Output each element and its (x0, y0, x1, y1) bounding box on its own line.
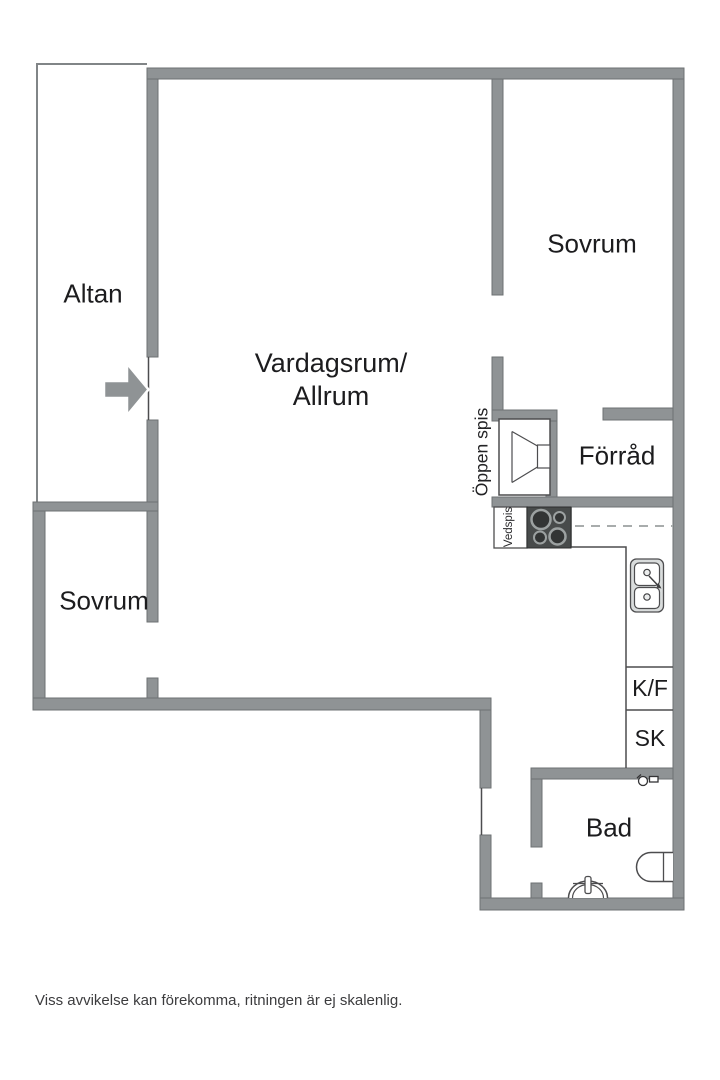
room-label-bathroom: Bad (585, 812, 633, 843)
entrance-arrow (102, 360, 151, 419)
stove-icon (526, 506, 572, 549)
disclaimer-text: Viss avvikelse kan förekomma, ritningen … (35, 992, 403, 1009)
room-label-altan: Altan (63, 278, 123, 309)
label-fridge-freezer: K/F (632, 675, 668, 702)
kitchen-sink-icon (629, 558, 665, 613)
room-label-livingroom-line2: Allrum (292, 381, 370, 411)
room-label-storage: Förråd (578, 440, 656, 471)
label-cabinet: SK (634, 725, 666, 752)
wood-stove-label-box (493, 506, 528, 549)
room-label-livingroom: Vardagsrum/ Allrum (255, 347, 408, 413)
label-open-fireplace: Öppen spis (471, 407, 492, 497)
toilet-icon (567, 875, 609, 899)
walls (32, 67, 685, 911)
room-label-bedroom-right: Sovrum (547, 228, 637, 259)
fireplace-icon (498, 418, 551, 496)
balcony-outline (36, 63, 147, 502)
bathtub-icon (635, 851, 673, 883)
label-wood-stove: Vedspis (503, 506, 516, 548)
room-label-livingroom-line1: Vardagsrum/ (254, 348, 408, 378)
door-opening-lines (147, 357, 483, 835)
room-label-bedroom-left: Sovrum (59, 585, 149, 616)
washbasin-icon (636, 774, 659, 787)
